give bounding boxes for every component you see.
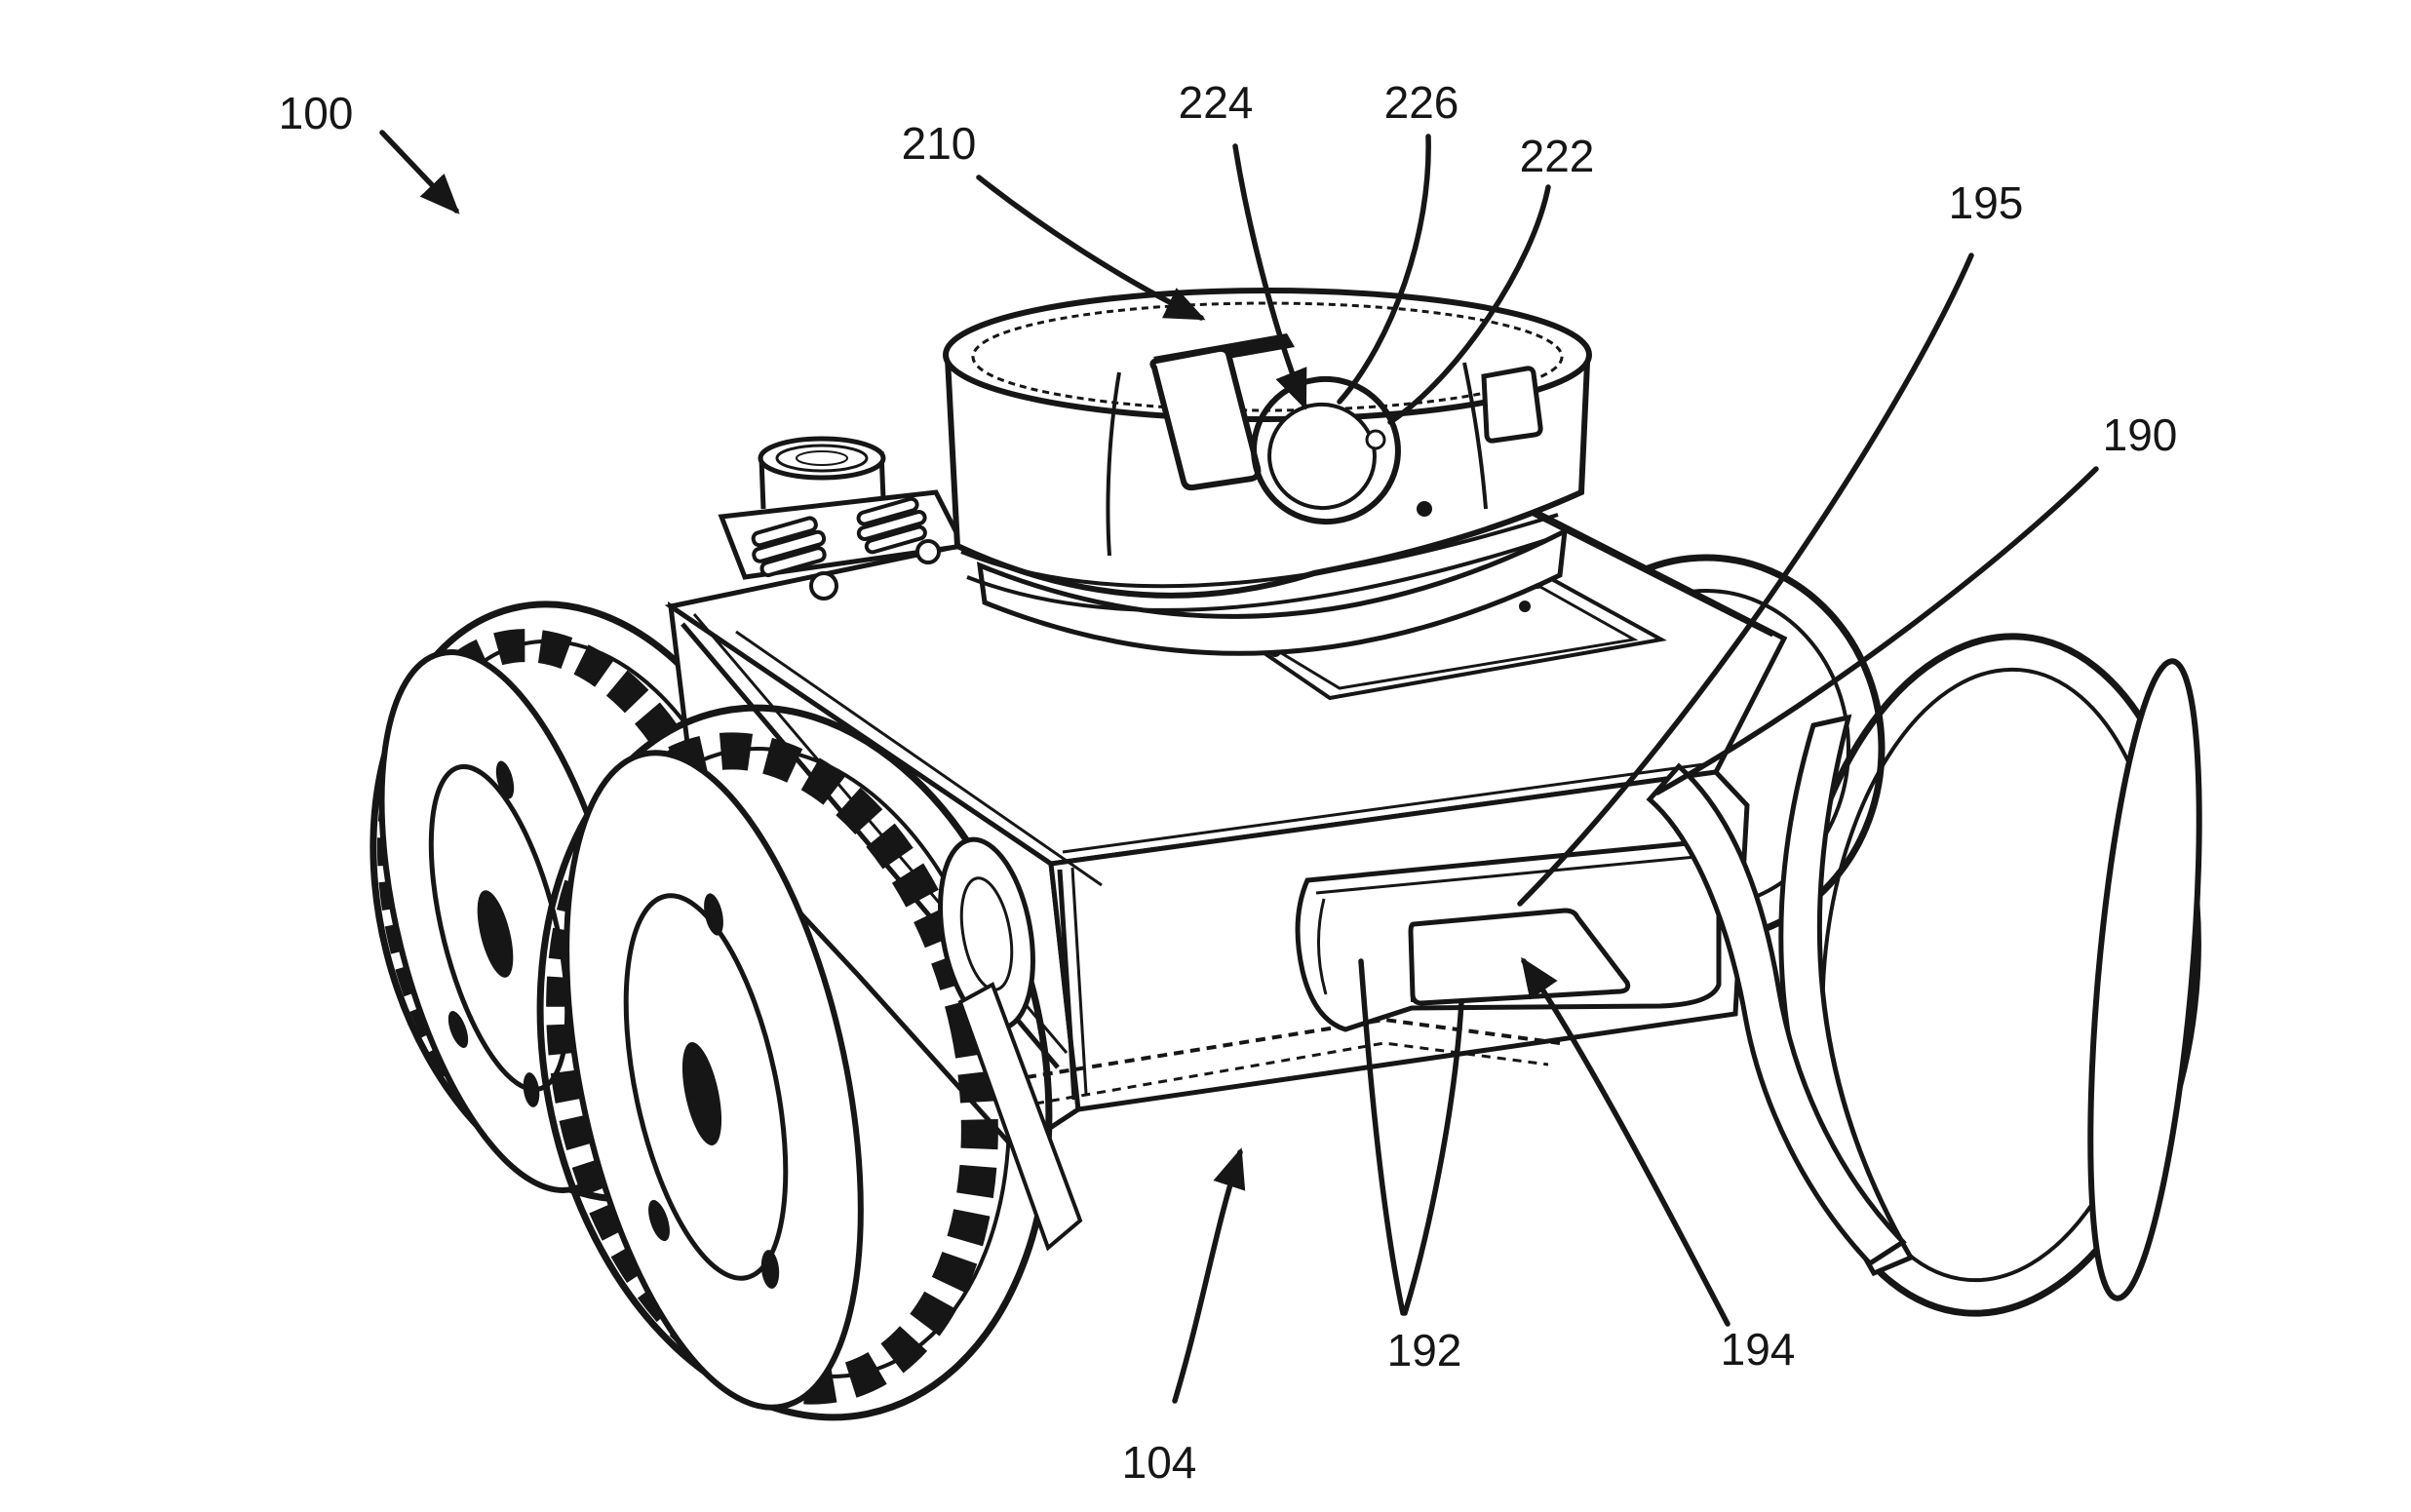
bolt-slot	[495, 760, 515, 799]
leader-line-222	[1387, 184, 1551, 425]
leader-line-100	[379, 130, 460, 214]
turret-base-collar	[976, 526, 1568, 656]
bolt-slot	[704, 893, 723, 936]
ribbed-connector	[751, 516, 827, 578]
leader-line-226	[1337, 134, 1431, 405]
bolt-slot	[760, 1250, 780, 1289]
ref-label-194: 194	[1721, 1324, 1796, 1375]
ref-label-190: 190	[2103, 409, 2178, 460]
bolt-slot	[648, 1199, 670, 1242]
leader-line-224	[1232, 143, 1307, 410]
antenna-mount-assembly	[718, 371, 973, 601]
ref-label-195: 195	[1949, 177, 2024, 228]
hub-slot	[477, 890, 514, 978]
turret-band	[960, 513, 1559, 589]
turret-screw	[1417, 501, 1432, 517]
leader-line-192	[1402, 999, 1464, 1316]
hub-slot	[681, 1042, 722, 1145]
ref-label-226: 226	[1384, 77, 1459, 128]
turret-seam	[1106, 371, 1121, 557]
camera-lens-ring	[1251, 375, 1401, 525]
corner-pillar	[1057, 869, 1077, 1101]
leader-line-104	[1172, 1147, 1246, 1404]
turret-seam	[1462, 362, 1488, 510]
ref-label-222: 222	[1520, 131, 1595, 181]
reference-annotations: 100 210 224 226 222 195 190 192 194 104	[279, 77, 2178, 1488]
rocker-edge	[1026, 1017, 1561, 1079]
deck-seam	[735, 630, 1103, 887]
cylinder-cap-rib	[775, 444, 869, 473]
camera-lens	[1267, 402, 1377, 511]
deck-rear-rail	[1062, 762, 1705, 854]
leader-line-194	[1521, 956, 1730, 1327]
bay-pocket-seam	[1409, 925, 1415, 1003]
right-fender-arm	[1646, 762, 1907, 1267]
leader-line-190	[1654, 466, 2099, 795]
ref-label-100: 100	[279, 88, 354, 138]
bolt-slot	[523, 1072, 540, 1107]
lens-set-screw	[1365, 429, 1386, 450]
leader-line-210	[976, 174, 1206, 321]
tray-screw	[1519, 601, 1531, 612]
bay-pocket-curve	[1316, 898, 1328, 995]
ribbed-connector	[856, 496, 927, 555]
connector-tip	[915, 539, 941, 564]
axle-housing-rib	[959, 876, 1014, 991]
rear-accessory-bay	[1295, 838, 1722, 1032]
sensor-turret	[943, 288, 1592, 656]
ref-label-104: 104	[1122, 1437, 1197, 1488]
wheel-rear-right	[1778, 633, 2202, 1317]
turret-right-window	[1481, 366, 1543, 444]
corner-pillar	[1070, 867, 1088, 1095]
leader-line-195	[1517, 252, 1974, 907]
bay-rim-inner-edge	[1315, 854, 1707, 895]
ref-label-210: 210	[902, 118, 977, 169]
leader-line-192	[1358, 958, 1406, 1316]
swing-arm	[957, 982, 1083, 1252]
ref-label-224: 224	[1179, 77, 1254, 128]
turret-band	[966, 536, 1553, 612]
bolt-slot	[447, 1011, 469, 1048]
cylinder-cap-rib	[796, 450, 848, 466]
connector-tip	[809, 571, 838, 601]
left-suspension	[938, 836, 1083, 1252]
ref-label-192: 192	[1387, 1325, 1462, 1376]
